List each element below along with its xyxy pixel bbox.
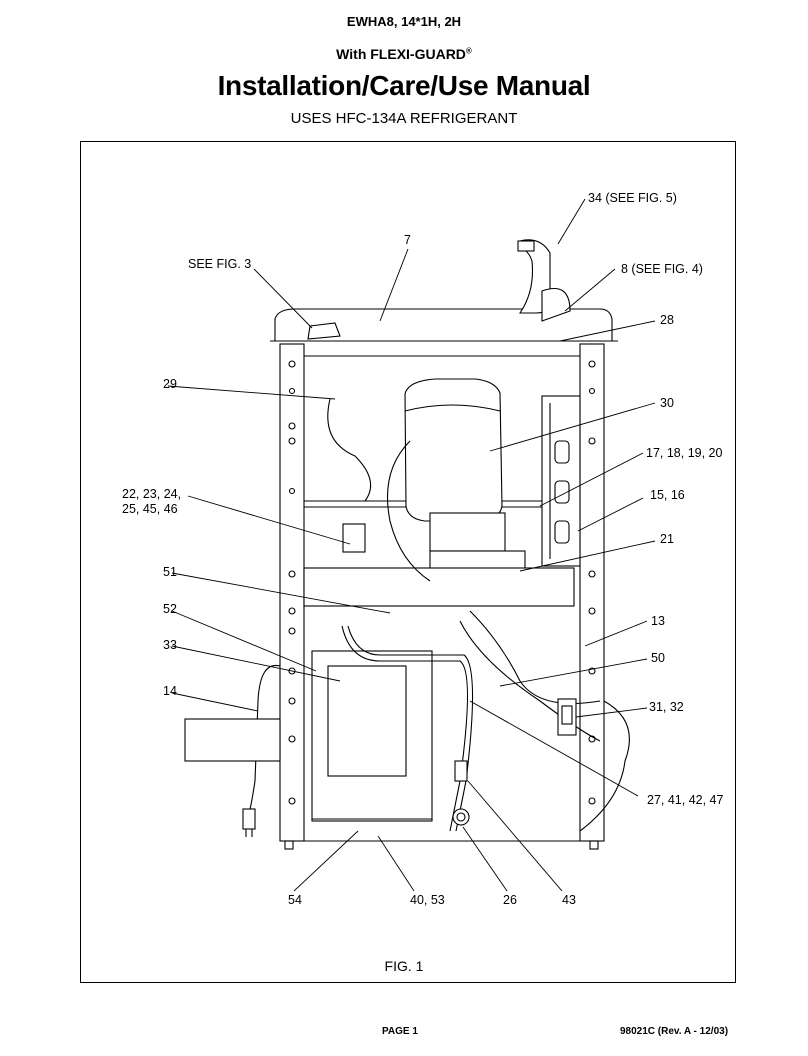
plug (242, 808, 256, 830)
leader-lines (167, 198, 656, 892)
callout-43: 43 (562, 893, 576, 907)
callout-54: 54 (288, 893, 302, 907)
lower-shelf (303, 567, 575, 607)
model-numbers: EWHA8, 14*1H, 2H (346, 14, 462, 29)
registered-mark: ® (465, 46, 472, 56)
callout-15-16: 15, 16 (650, 488, 685, 502)
callout-22-24: 22, 23, 24, (122, 487, 182, 501)
callout-27-47: 27, 41, 42, 47 (647, 793, 724, 807)
basin-fitting (307, 322, 341, 340)
callout-8: 8 (SEE FIG. 4) (621, 262, 703, 276)
document-number: 98021C (Rev. A - 12/03) (620, 1026, 729, 1037)
drain-fitting (452, 808, 470, 826)
water-tubing (341, 625, 469, 832)
mounting-bracket (184, 718, 281, 762)
product-line: With FLEXI-GUARD® (0, 46, 808, 62)
cooler-cutaway-diagram (167, 198, 656, 892)
callout-50: 50 (651, 651, 665, 665)
figure-caption: FIG. 1 (384, 958, 424, 974)
callout-31-32: 31, 32 (649, 700, 684, 714)
callout-34: 34 (SEE FIG. 5) (588, 191, 677, 205)
page-number: PAGE 1 (382, 1026, 418, 1037)
refrigerant-line (327, 398, 372, 502)
callout-see-fig-3: SEE FIG. 3 (188, 257, 252, 271)
callout-17-20: 17, 18, 19, 20 (646, 446, 723, 460)
document-title: Installation/Care/Use Manual (217, 70, 591, 101)
figure-frame (80, 141, 736, 983)
side-shroud (579, 700, 630, 832)
compressor (404, 378, 503, 522)
product-line-text: With FLEXI-GUARD (336, 46, 466, 62)
document-subtitle: USES HFC-134A REFRIGERANT (290, 110, 518, 127)
push-button (541, 287, 571, 322)
callout-52: 52 (163, 602, 177, 616)
callout-40-53: 40, 53 (410, 893, 445, 907)
callout-14: 14 (163, 684, 177, 698)
callout-29: 29 (163, 377, 177, 391)
callout-51: 51 (163, 565, 177, 579)
callout-7: 7 (404, 233, 411, 247)
callout-21: 21 (660, 532, 674, 546)
fan-motor (429, 512, 506, 552)
callout-26: 26 (503, 893, 517, 907)
callout-13: 13 (651, 614, 665, 628)
callout-33: 33 (163, 638, 177, 652)
left-post (279, 343, 305, 842)
cooling-tank (311, 650, 433, 822)
callout-30: 30 (660, 396, 674, 410)
callout-28: 28 (660, 313, 674, 327)
post-holes (288, 360, 596, 805)
inlet-valve (454, 760, 468, 782)
callout-25-46: 25, 45, 46 (122, 502, 178, 516)
power-switch (557, 698, 577, 736)
top-deck (274, 308, 613, 342)
relay-box (342, 523, 366, 553)
bubbler-head (517, 240, 535, 252)
